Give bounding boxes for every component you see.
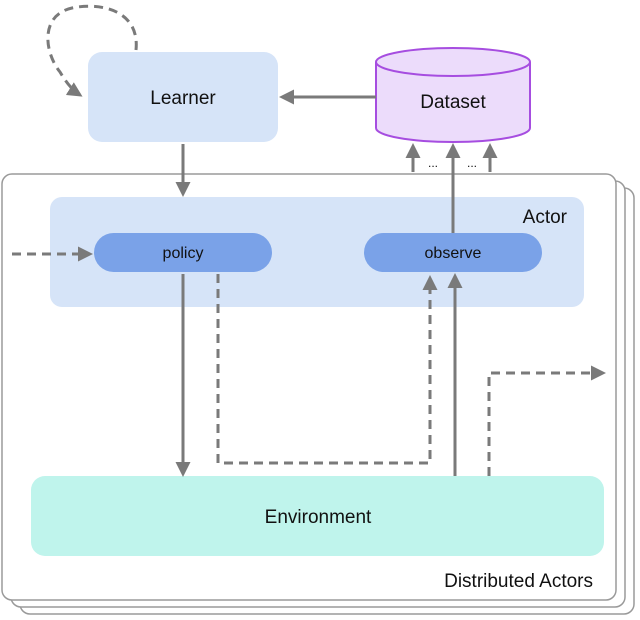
dataset-cylinder: [375, 47, 531, 143]
policy-to-observe-dashed-arrow: [216, 274, 438, 465]
learner-box: [88, 52, 278, 142]
policy-label: policy: [163, 245, 204, 262]
environment-to-external-arrow: [487, 365, 606, 476]
policy-pill: [94, 233, 272, 272]
ellipsis-right: ...: [467, 156, 477, 170]
environment-label: Environment: [265, 507, 372, 528]
ellipsis-left: ...: [428, 156, 438, 170]
dataset-label: Dataset: [420, 92, 486, 113]
environment-box: [31, 476, 604, 556]
actor-label: Actor: [523, 207, 568, 228]
learner-self-loop-arrow: [46, 4, 138, 97]
observe-label: observe: [425, 245, 482, 262]
distributed-actors-label: Distributed Actors: [444, 571, 593, 592]
learner-label: Learner: [150, 88, 216, 109]
observe-pill: [364, 233, 542, 272]
